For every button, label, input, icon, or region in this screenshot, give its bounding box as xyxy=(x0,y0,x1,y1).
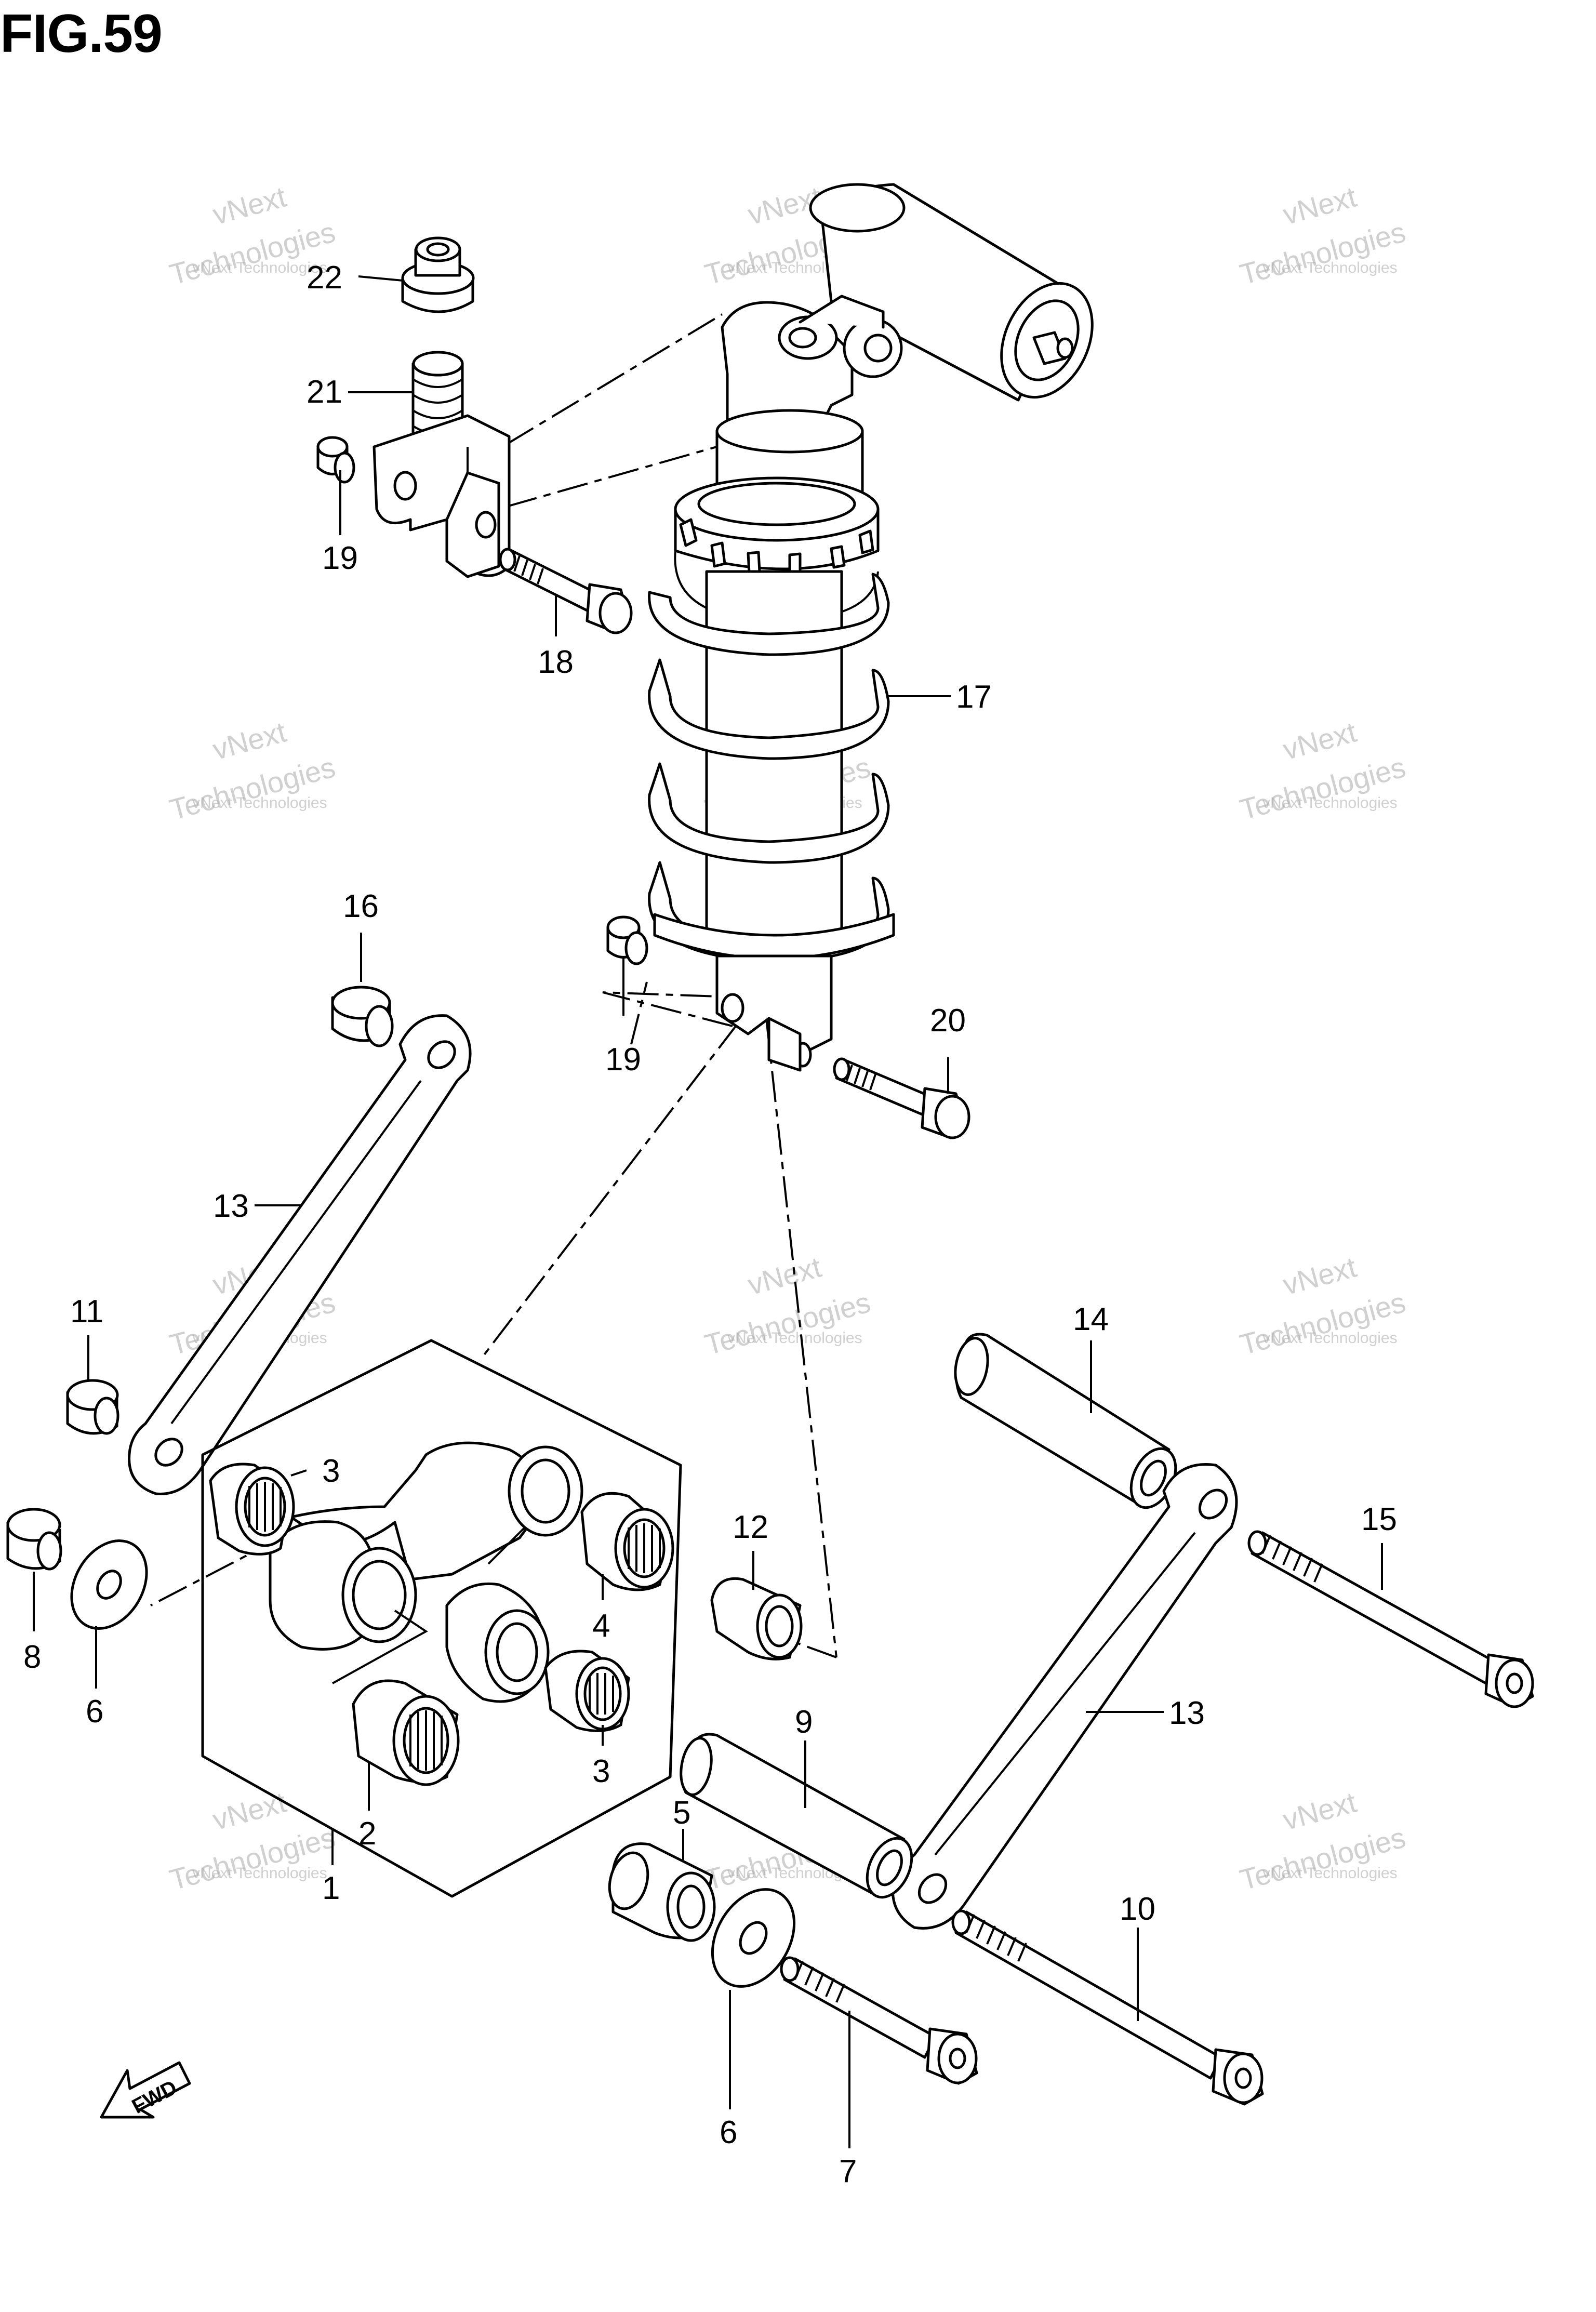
part-13-upper-link-rod xyxy=(128,1014,472,1495)
svg-text:Technologies: Technologies xyxy=(1236,215,1409,290)
callout-12: 12 xyxy=(733,1509,768,1545)
part-3-bearing-lower xyxy=(544,1650,630,1732)
callout-6-lower: 6 xyxy=(720,2115,737,2150)
svg-text:Technologies: Technologies xyxy=(1236,1285,1409,1361)
fwd-arrow-icon: FWD xyxy=(100,2061,191,2119)
svg-text:Technologies: Technologies xyxy=(166,1821,339,1896)
svg-text:vNext Technologies: vNext Technologies xyxy=(1262,794,1398,812)
part-5-collar xyxy=(608,1842,716,1942)
svg-text:vNext: vNext xyxy=(1280,1785,1360,1836)
svg-text:vNext Technologies: vNext Technologies xyxy=(727,1330,862,1347)
svg-text:vNext Technologies: vNext Technologies xyxy=(1262,259,1398,276)
callout-14: 14 xyxy=(1073,1301,1109,1337)
part-19-lower-nut xyxy=(606,915,648,965)
part-21-eye-bracket xyxy=(373,351,511,578)
svg-text:vNext: vNext xyxy=(209,1785,290,1836)
part-3-bearing-upper xyxy=(209,1463,295,1556)
callout-7: 7 xyxy=(839,2154,857,2189)
part-12-collar xyxy=(710,1577,803,1660)
part-19-upper-nut xyxy=(316,436,355,484)
callout-19-lower: 19 xyxy=(605,1042,641,1078)
callout-13-lower: 13 xyxy=(1169,1695,1205,1731)
part-10-bolt xyxy=(951,1909,1264,2106)
part-8-nut xyxy=(6,1508,62,1571)
callout-20: 20 xyxy=(930,1003,966,1039)
part-15-bolt xyxy=(1247,1530,1534,1708)
part-6-left-washer xyxy=(70,1539,148,1630)
callout-3-upper: 3 xyxy=(322,1453,340,1489)
callout-4: 4 xyxy=(592,1608,610,1644)
callout-15: 15 xyxy=(1361,1502,1397,1537)
part-16-nut xyxy=(331,986,394,1047)
svg-text:Technologies: Technologies xyxy=(1236,1821,1409,1896)
svg-text:vNext Technologies: vNext Technologies xyxy=(1262,1865,1398,1882)
part-11-nut xyxy=(66,1379,119,1435)
assembly-lines xyxy=(150,313,837,1658)
part-4-bearing xyxy=(580,1492,674,1591)
svg-text:Technologies: Technologies xyxy=(166,750,339,826)
part-17-shock-absorber xyxy=(648,183,1094,1072)
svg-text:vNext: vNext xyxy=(744,1250,825,1301)
part-20-bolt xyxy=(833,1057,970,1139)
svg-text:vNext: vNext xyxy=(209,180,290,231)
callout-2: 2 xyxy=(358,1816,376,1852)
svg-text:vNext: vNext xyxy=(1280,715,1360,766)
svg-text:vNext Technologies: vNext Technologies xyxy=(192,794,327,812)
callout-13-upper: 13 xyxy=(213,1188,249,1224)
svg-text:vNext: vNext xyxy=(1280,1250,1360,1301)
callout-9: 9 xyxy=(795,1704,813,1740)
callout-22: 22 xyxy=(307,260,342,296)
svg-text:vNext Technologies: vNext Technologies xyxy=(192,1865,327,1882)
part-14-sleeve xyxy=(954,1333,1177,1509)
callout-labels: 22 21 19 18 17 16 19 20 13 11 3 14 15 12… xyxy=(23,260,1397,2189)
svg-text:Technologies: Technologies xyxy=(701,1285,874,1361)
callout-1: 1 xyxy=(322,1870,340,1906)
callout-21: 21 xyxy=(307,374,342,410)
callout-11: 11 xyxy=(70,1294,103,1330)
figure-title: FIG.59 xyxy=(0,4,163,64)
callout-10: 10 xyxy=(1120,1891,1155,1927)
svg-text:vNext: vNext xyxy=(209,715,290,766)
part-7-bolt xyxy=(780,1956,978,2085)
part-9-sleeve xyxy=(680,1733,913,1899)
svg-text:vNext Technologies: vNext Technologies xyxy=(1262,1330,1398,1347)
part-18-bolt xyxy=(499,548,633,634)
svg-text:vNext Technologies: vNext Technologies xyxy=(192,259,327,276)
svg-text:Technologies: Technologies xyxy=(1236,750,1409,826)
callout-8: 8 xyxy=(23,1639,41,1675)
callout-5: 5 xyxy=(673,1795,690,1831)
part-1-link-assembly xyxy=(201,1339,682,1898)
part-22-nut xyxy=(401,236,475,313)
callout-18: 18 xyxy=(538,644,574,680)
callout-3-lower: 3 xyxy=(592,1753,610,1789)
callout-6-left: 6 xyxy=(86,1694,103,1730)
part-2-bearing xyxy=(352,1679,460,1786)
part-6-lower-washer xyxy=(711,1888,796,1988)
callout-16: 16 xyxy=(343,888,379,924)
callout-17: 17 xyxy=(956,679,992,715)
callout-19-upper: 19 xyxy=(322,540,358,576)
leader-lines xyxy=(33,275,1383,2148)
svg-text:vNext: vNext xyxy=(1280,180,1360,231)
